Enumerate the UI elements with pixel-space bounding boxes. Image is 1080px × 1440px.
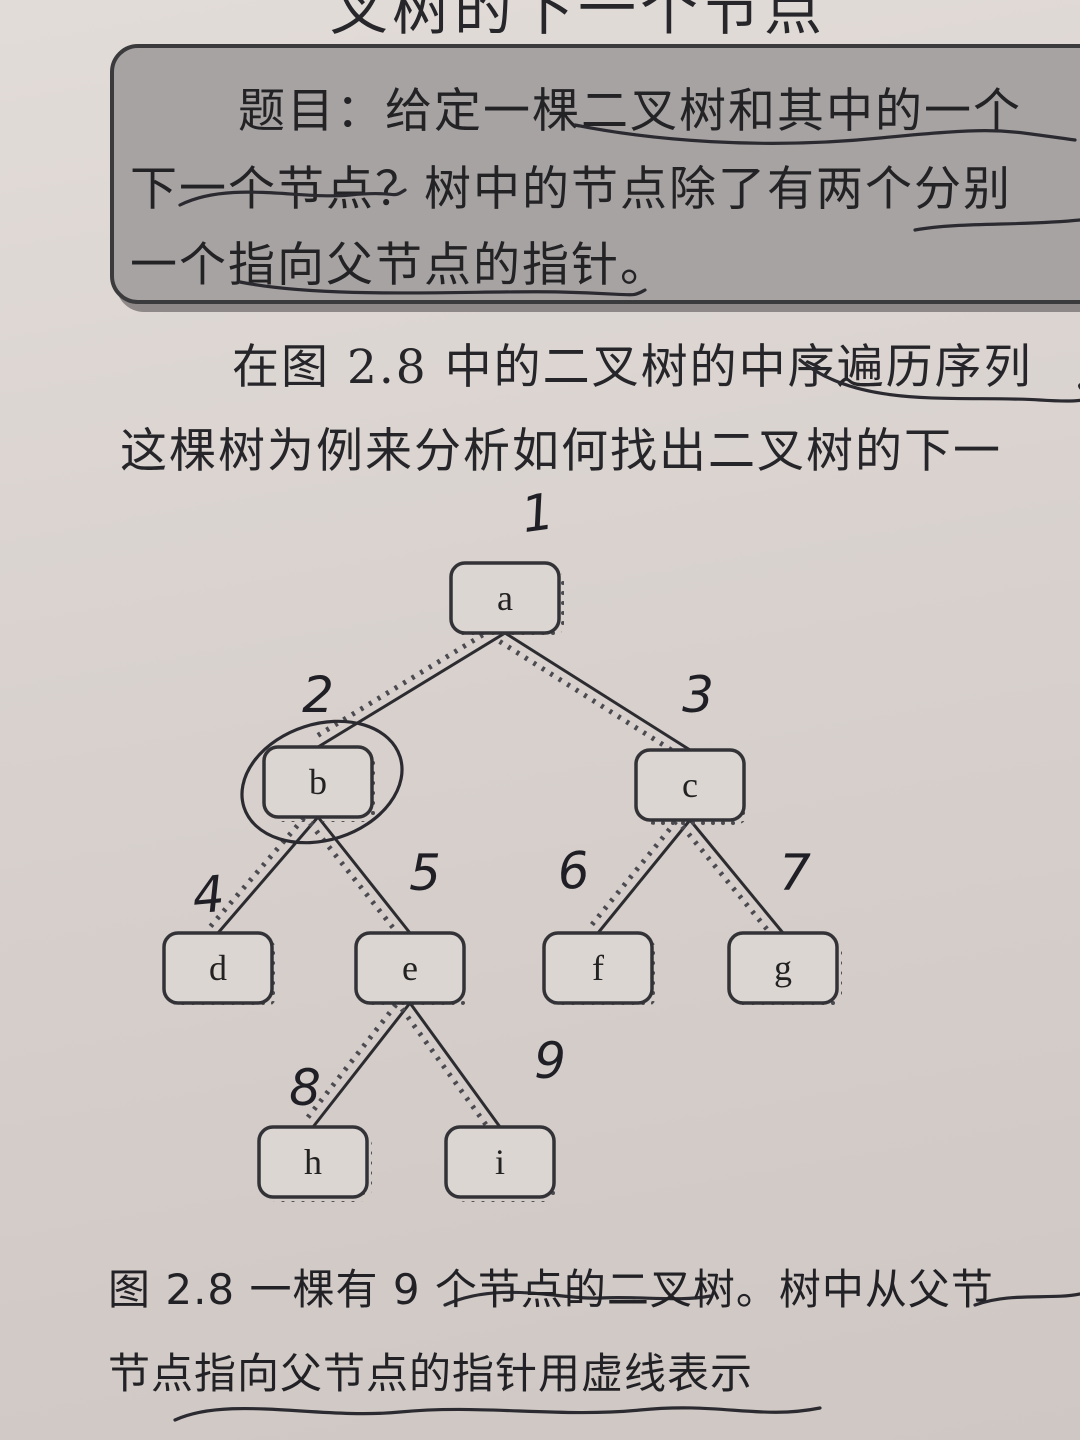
- edge-b-e: [316, 816, 412, 934]
- problem-line-2: 下一个节点？树中的节点除了有两个分别: [130, 162, 1012, 217]
- node-box: [257, 1125, 369, 1199]
- parent-pointer-i-e: [399, 1007, 494, 1135]
- tree-edges: [208, 622, 785, 1135]
- figure-caption-line-2: 节点指向父节点的指针用虚线表示: [108, 1349, 754, 1398]
- underline-problem-2b: [913, 218, 1080, 232]
- tree-node-b: b: [262, 745, 377, 822]
- handwritten-number-5: 5: [409, 844, 441, 902]
- node-box: [444, 1125, 556, 1199]
- tree-node-d: d: [162, 931, 277, 1008]
- node-label: h: [304, 1142, 322, 1182]
- underline-problem-2: [178, 188, 407, 207]
- edge-a-c: [504, 631, 691, 752]
- underline-problem-1: [573, 123, 1077, 145]
- handwritten-annotations: 1 2 3 4 5 6 7 8 9: [173, 123, 1080, 1422]
- node-box: [542, 931, 654, 1005]
- node-label: i: [495, 1142, 505, 1182]
- handwritten-number-8: 8: [289, 1059, 321, 1117]
- node-label: d: [209, 948, 227, 988]
- edge-a-b: [317, 631, 506, 749]
- tree-node-c: c: [634, 748, 749, 825]
- parent-pointer-h-e: [303, 995, 405, 1123]
- underline-caption-1b: [973, 1292, 1080, 1307]
- node-label: a: [497, 578, 513, 618]
- tree-node-f: f: [542, 931, 657, 1008]
- edge-e-i: [408, 1002, 502, 1128]
- handwritten-number-1: 1: [518, 482, 558, 544]
- node-label: c: [682, 765, 698, 805]
- parent-pointer-g-c: [680, 824, 778, 941]
- tree-node-h: h: [257, 1125, 372, 1202]
- underline-problem-3: [238, 280, 647, 297]
- handwritten-number-4: 4: [190, 865, 227, 926]
- edge-c-g: [688, 819, 785, 934]
- node-box: [262, 745, 374, 819]
- node-label: b: [309, 762, 327, 802]
- node-box: [449, 561, 561, 635]
- node-label: g: [774, 948, 792, 988]
- node-box: [354, 931, 466, 1005]
- figure-caption-line-1: 图 2.8 一棵有 9 个节点的二叉树。树中从父节: [108, 1265, 994, 1314]
- tree-node-g: g: [727, 931, 842, 1008]
- problem-line-1: 题目：给定一棵二叉树和其中的一个: [238, 84, 1022, 139]
- edge-c-f: [596, 819, 692, 934]
- parent-pointer-c-a: [498, 639, 686, 761]
- paragraph-line-2: 这棵树为例来分析如何找出二叉树的下一: [120, 424, 1002, 479]
- handwritten-number-9: 9: [534, 1032, 566, 1090]
- tree-node-e: e: [354, 931, 469, 1008]
- parent-pointer-f-c: [588, 812, 685, 929]
- edge-e-h: [311, 1002, 412, 1128]
- underline-caption-2: [173, 1406, 822, 1422]
- parent-pointer-b-a: [311, 622, 502, 741]
- node-box: [634, 748, 746, 822]
- handwritten-number-7: 7: [779, 844, 811, 902]
- section-title: 叉树的下一个节点: [330, 0, 827, 43]
- problem-box: [110, 44, 1080, 304]
- underline-caption-1: [443, 1290, 712, 1307]
- handwritten-number-6: 6: [555, 841, 592, 902]
- circle-around-b: [240, 719, 404, 845]
- node-box: [162, 931, 274, 1005]
- node-label: e: [402, 948, 418, 988]
- problem-line-3: 一个指向父节点的指针。: [130, 238, 669, 293]
- underline-paragraph: [798, 358, 1080, 403]
- node-box: [727, 931, 839, 1005]
- node-label: f: [592, 948, 604, 988]
- handwritten-number-2: 2: [302, 666, 334, 724]
- edge-b-d: [216, 816, 320, 934]
- tree-node-a: a: [449, 561, 564, 638]
- tree-nodes: a b c d e f g h i: [162, 561, 842, 1202]
- tree-node-i: i: [444, 1125, 559, 1202]
- paragraph-line-1: 在图 2.8 中的二叉树的中序遍历序列: [232, 340, 1033, 395]
- handwritten-number-3: 3: [682, 666, 714, 724]
